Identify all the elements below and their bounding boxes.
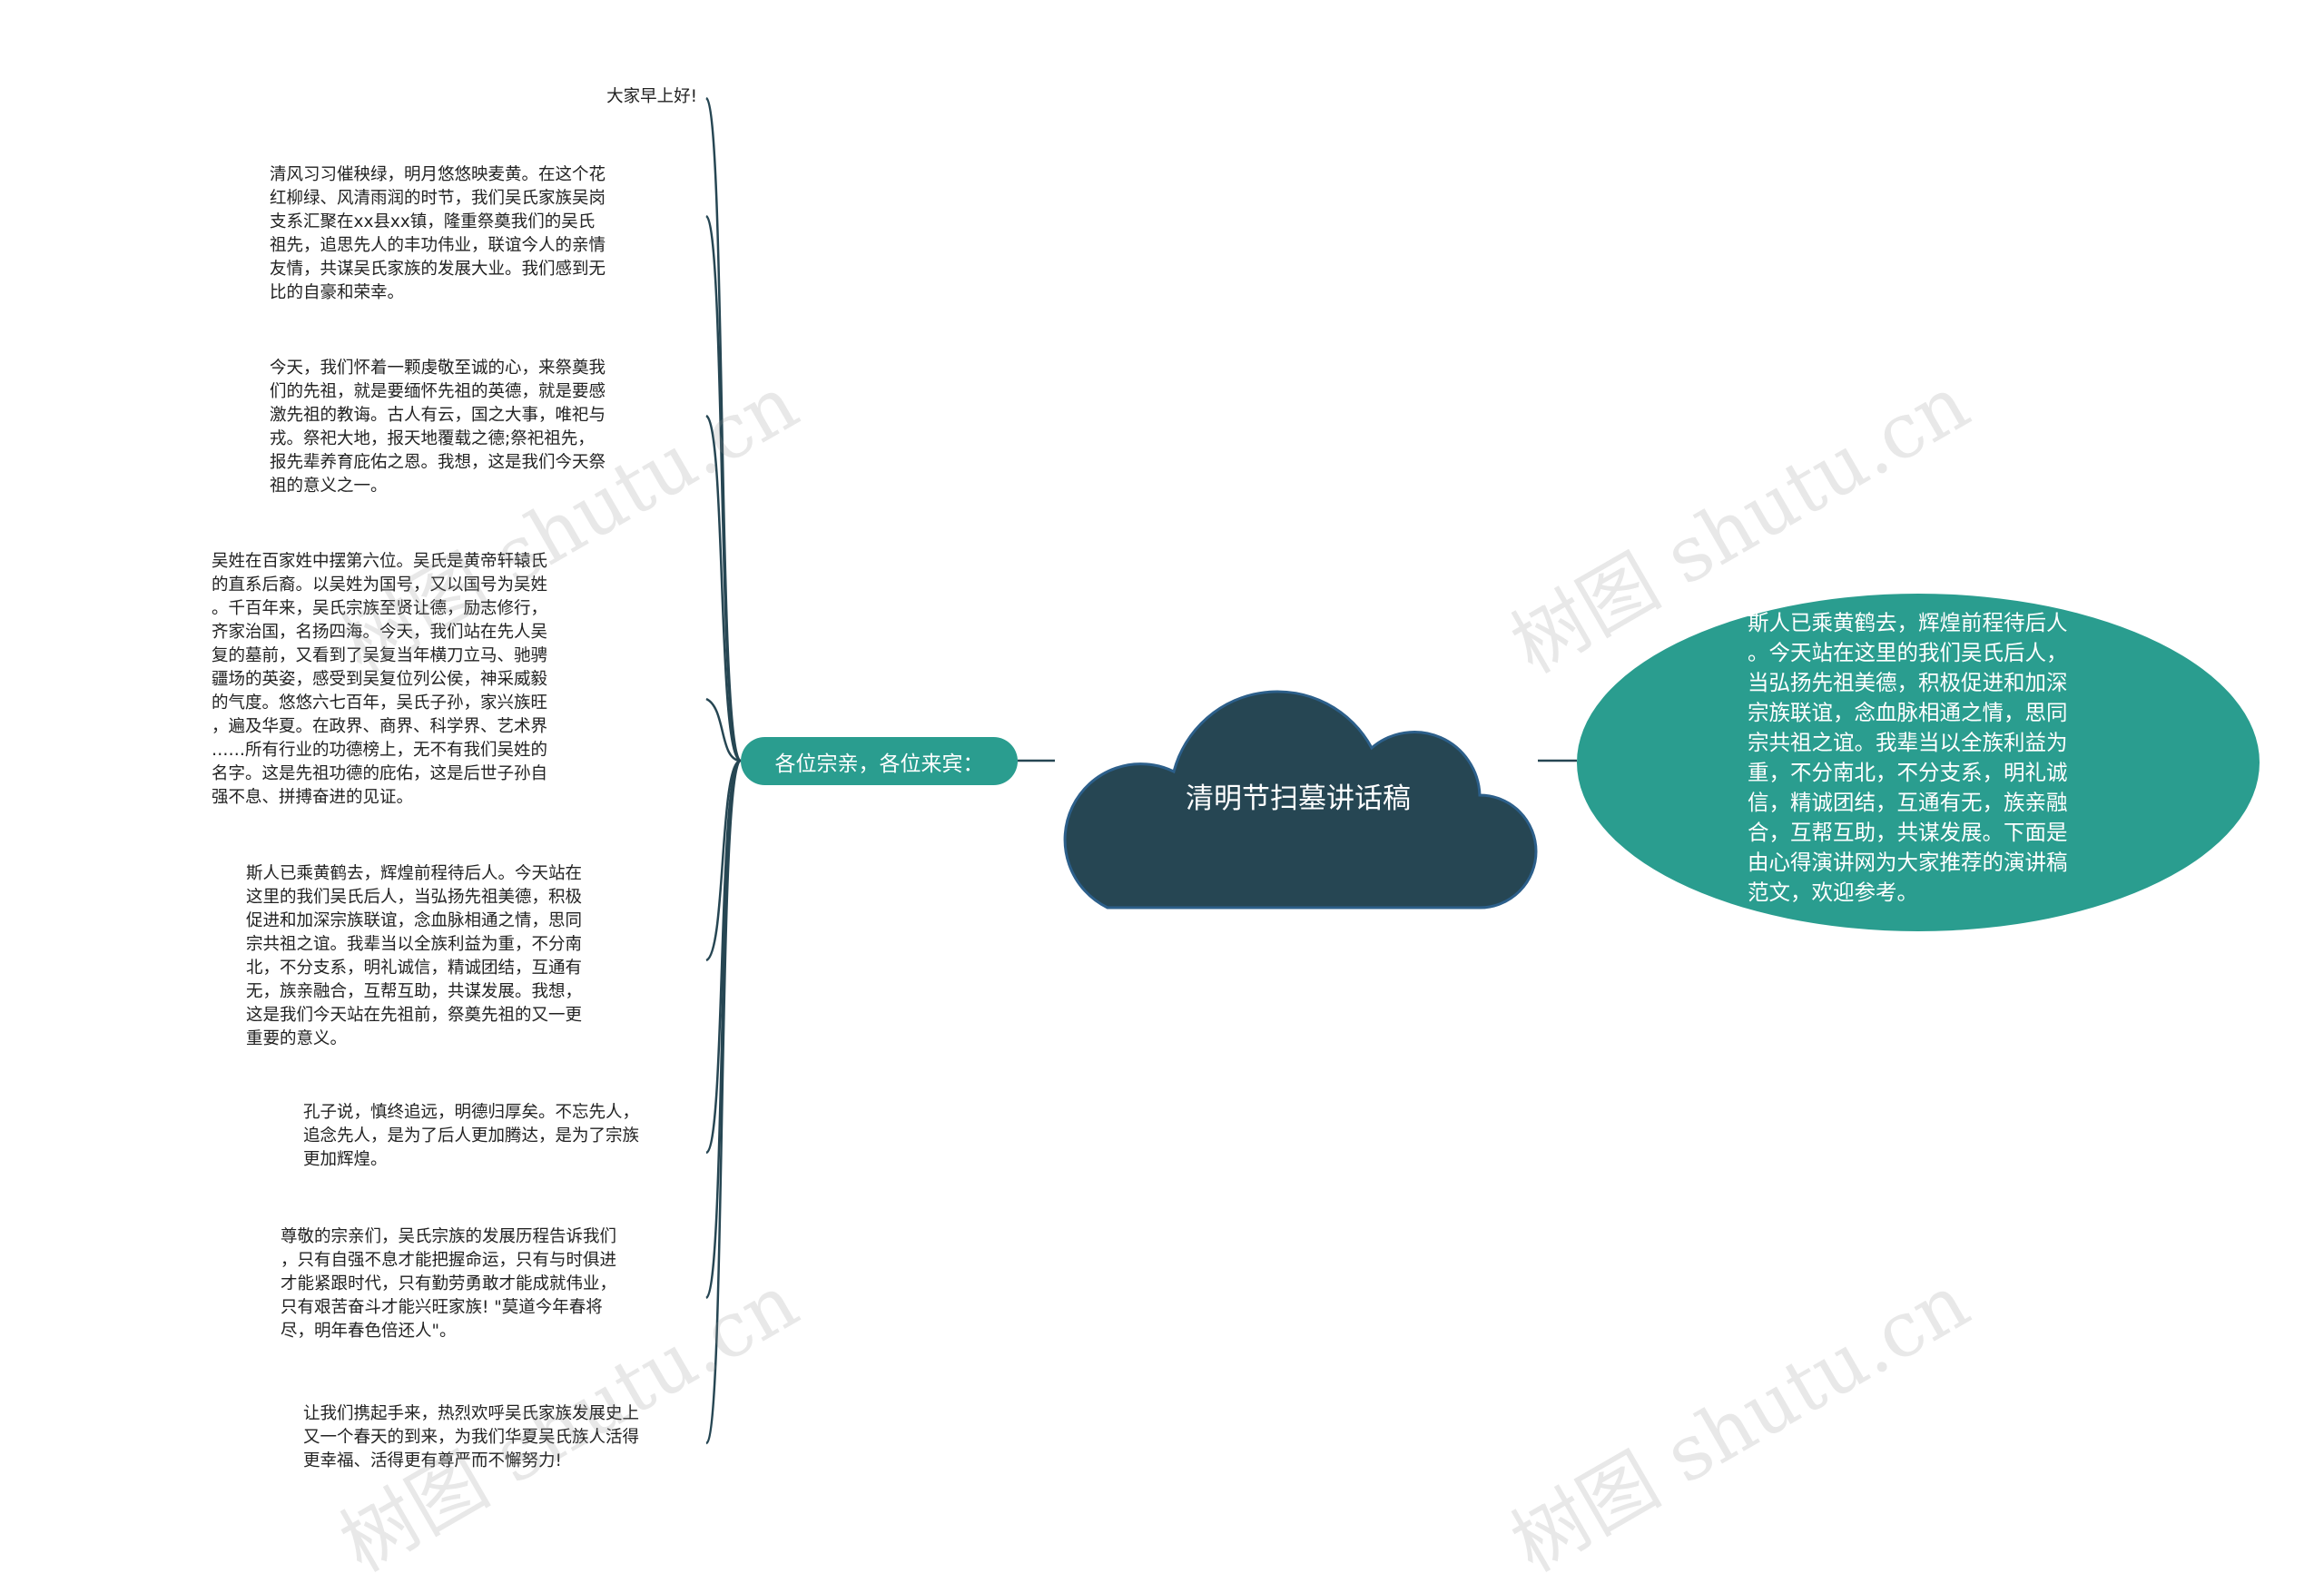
leaf-heritage-paragraph[interactable]: 斯人已乘黄鹤去，辉煌前程待后人。今天站在 这里的我们吴氏后人，当弘扬先祖美德，积…	[246, 864, 583, 1048]
connector-leaf-2	[705, 414, 742, 762]
leaf-greeting[interactable]: 大家早上好!	[606, 87, 697, 106]
leaf-confucius-paragraph[interactable]: 孔子说，慎终追远，明德归厚矣。不忘先人， 追念先人，是为了后人更加腾达，是为了宗…	[303, 1103, 640, 1169]
connector-leaf-1	[704, 214, 743, 762]
branch-node-label: 各位宗亲，各位来宾：	[774, 752, 984, 776]
central-topic-title: 清明节扫墓讲话稿	[1186, 782, 1411, 815]
branch-node-greeting[interactable]: 各位宗亲，各位来宾：	[741, 737, 1018, 785]
leaf-closing-paragraph[interactable]: 让我们携起手来，热烈欢呼吴氏家族发展史上 又一个春天的到来，为我们华夏吴氏族人活…	[303, 1404, 640, 1470]
connector-lines	[704, 96, 1577, 1445]
leaf-opening-paragraph[interactable]: 清风习习催秧绿，明月悠悠映麦黄。在这个花 红柳绿、风清雨润的时节，我们吴氏家族吴…	[270, 165, 606, 302]
mind-map-canvas: 大家早上好! 清风习习催秧绿，明月悠悠映麦黄。在这个花 红柳绿、风清雨润的时节，…	[212, 87, 2260, 1588]
summary-node[interactable]	[1577, 594, 2260, 931]
leaf-history-paragraph[interactable]: 吴姓在百家姓中摆第六位。吴氏是黄帝轩辕氏 的直系后裔。以吴姓为国号，又以国号为吴…	[212, 552, 548, 807]
leaf-exhortation-paragraph[interactable]: 尊敬的宗亲们，吴氏宗族的发展历程告诉我们 ，只有自强不息才能把握命运，只有与时俱…	[281, 1227, 617, 1341]
connector-leaf-7	[704, 759, 743, 1445]
connector-leaf-4	[705, 759, 742, 962]
central-cloud-shape[interactable]	[1053, 622, 1543, 917]
summary-node-text: 斯人已乘黄鹤去，辉煌前程待后人 。今天站在这里的我们吴氏后人， 当弘扬先祖美德，…	[1748, 610, 2068, 905]
leaf-purpose-paragraph[interactable]: 今天，我们怀着一颗虔敬至诚的心，来祭奠我 们的先祖，就是要缅怀先祖的英德，就是要…	[270, 359, 606, 496]
connector-leaf-3	[705, 697, 742, 762]
